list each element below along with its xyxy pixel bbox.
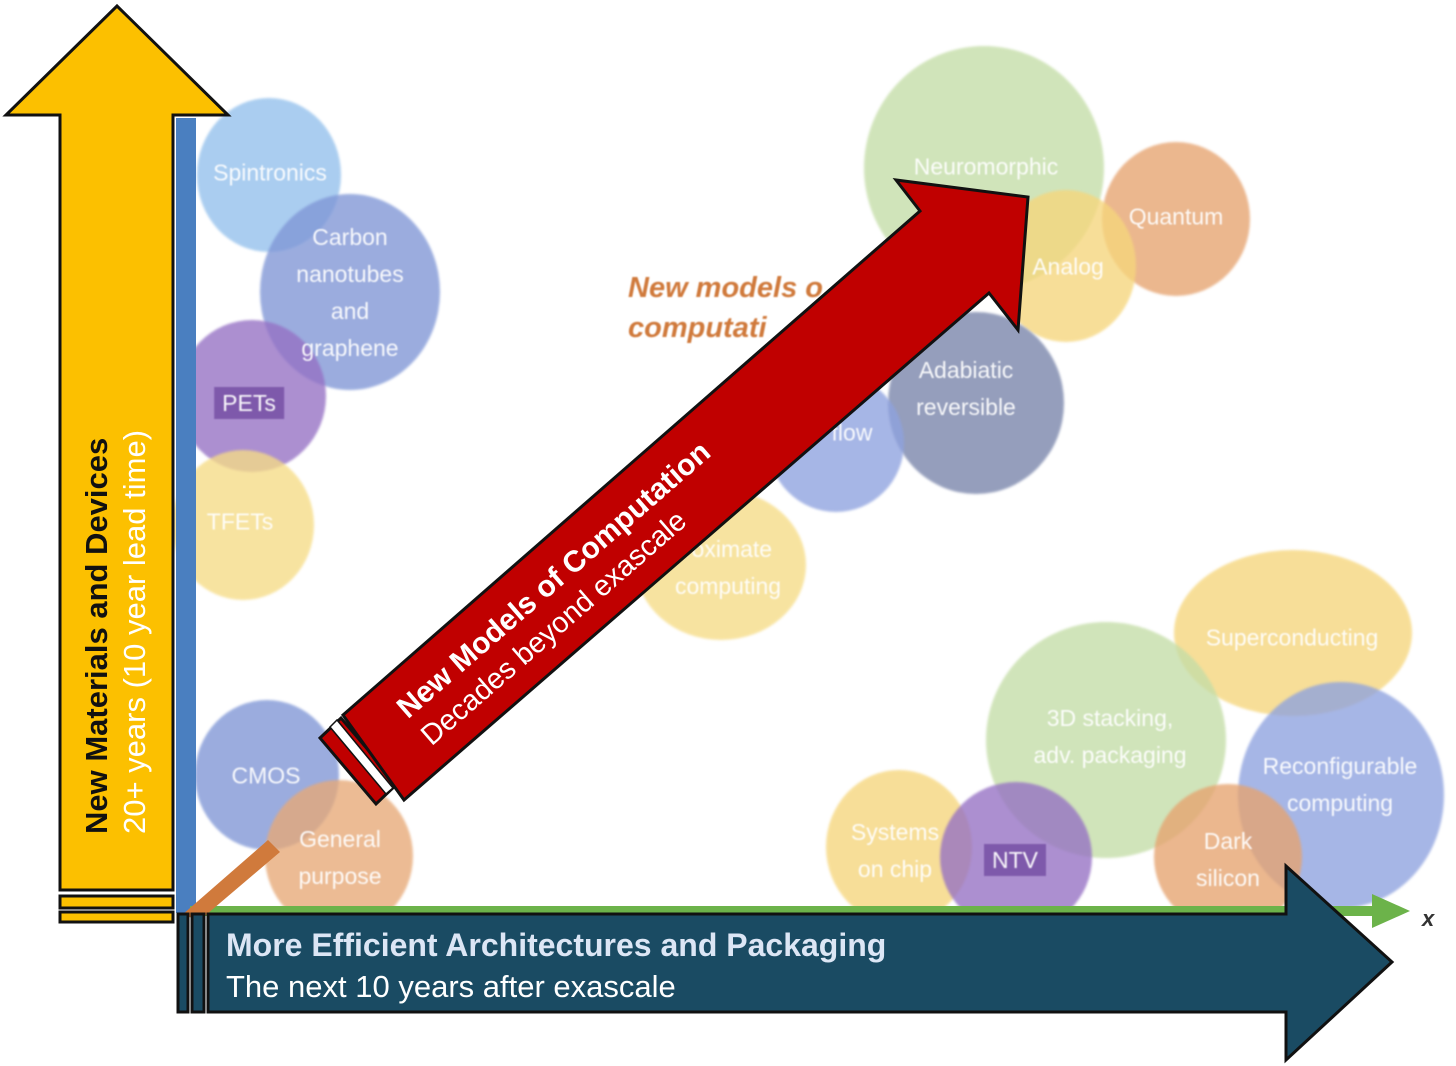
label-quantum: Quantum	[1128, 203, 1224, 230]
materials-arrow-subtitle: 20+ years (10 year lead time)	[117, 429, 152, 835]
label-dark-silicon: Dark silicon	[1196, 828, 1260, 891]
label-cmos: CMOS	[231, 762, 301, 789]
computation-arrow-base-2	[328, 718, 395, 796]
architectures-arrow-base-1	[176, 912, 190, 1014]
materials-arrow-body	[2, 3, 232, 892]
materials-arrow-base-2	[58, 894, 175, 910]
label-carbon-nanotubes: Carbon nanotubes and graphene	[296, 224, 404, 361]
x-axis-arrowhead	[1372, 894, 1410, 928]
origin-stub	[182, 840, 280, 920]
materials-arrow-base-1	[58, 910, 175, 924]
x-axis-letter: x	[1422, 906, 1435, 931]
architectures-arrow-body	[206, 862, 1395, 1064]
architectures-arrow-base-2	[190, 912, 206, 1014]
label-tfets: TFETs	[206, 508, 274, 535]
x-axis-line	[190, 906, 1385, 916]
label-general-purpose: General purpose	[298, 826, 382, 889]
label-pets: PETs	[214, 387, 284, 419]
architectures-arrow-text: More Efficient Architectures and Packagi…	[226, 924, 886, 1008]
computation-arrow-body	[340, 178, 1030, 803]
label-superconducting: Superconducting	[1205, 624, 1379, 651]
y-axis-line	[176, 118, 196, 913]
label-reconfigurable-computing: Reconfigurable computing	[1262, 753, 1418, 816]
computation-arrow	[317, 178, 1030, 807]
label-3d-stacking: 3D stacking, adv. packaging	[1033, 705, 1187, 768]
label-ntv: NTV	[984, 844, 1046, 876]
architectures-arrow-subtitle: The next 10 years after exascale	[226, 969, 676, 1004]
label-approximate-computing: roximate computing	[674, 536, 782, 599]
label-adiabatic-reversible: Adabiatic reversible	[916, 357, 1016, 420]
label-systems-on-chip: Systems on chip	[850, 819, 940, 882]
label-analog: Analog	[1032, 253, 1104, 280]
architectures-arrow	[176, 862, 1395, 1064]
materials-arrow-text: New Materials and Devices 20+ years (10 …	[78, 430, 154, 834]
label-neuromorphic: Neuromorphic	[913, 153, 1059, 180]
new-models-note: New models o computati	[628, 272, 823, 344]
materials-arrow-title: New Materials and Devices	[79, 437, 114, 835]
architectures-arrow-title: More Efficient Architectures and Packagi…	[226, 927, 887, 963]
label-spintronics: Spintronics	[213, 159, 327, 186]
materials-arrow	[2, 3, 232, 924]
bubble-dark-silicon	[1154, 784, 1302, 930]
